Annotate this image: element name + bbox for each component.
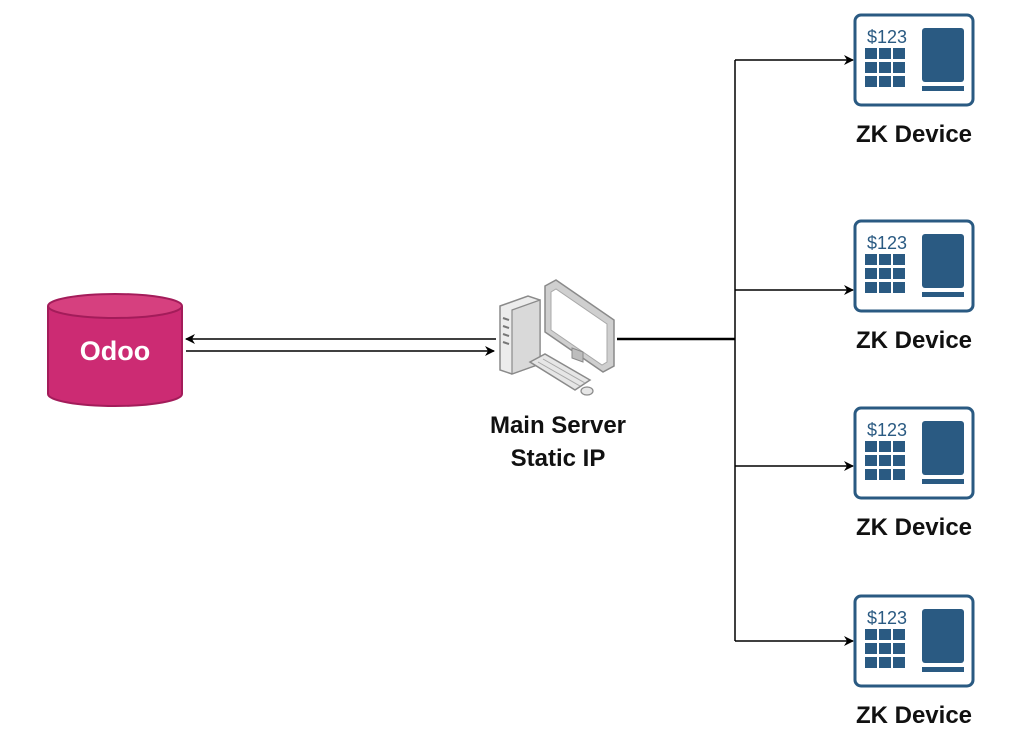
device-label: ZK Device: [856, 514, 972, 541]
device-price-label: $123: [867, 608, 907, 628]
server-label-line2: Static IP: [511, 445, 606, 472]
odoo-server-connection: [185, 334, 496, 356]
database-cylinder-icon: [47, 293, 183, 407]
zk-device-4[interactable]: $123 ZK Device: [853, 594, 975, 729]
zk-device-3[interactable]: $123 ZK Device: [853, 406, 975, 541]
zk-device-1[interactable]: $123 ZK Device: [853, 13, 975, 148]
device-label: ZK Device: [856, 121, 972, 148]
server-label-line1: Main Server: [490, 412, 626, 439]
odoo-database[interactable]: Odoo: [47, 293, 183, 407]
device-label: ZK Device: [856, 327, 972, 354]
main-server[interactable]: Main Server Static IP: [490, 279, 626, 472]
device-price-label: $123: [867, 27, 907, 47]
payment-terminal-icon: [853, 406, 975, 500]
payment-terminal-icon: [853, 13, 975, 107]
payment-terminal-icon: [853, 219, 975, 313]
device-label: ZK Device: [856, 702, 972, 729]
device-price-label: $123: [867, 233, 907, 253]
zk-device-2[interactable]: $123 ZK Device: [853, 219, 975, 354]
odoo-label: Odoo: [80, 336, 150, 366]
desktop-computer-icon: [499, 279, 615, 396]
device-price-label: $123: [867, 420, 907, 440]
server-device-connections: [617, 55, 854, 646]
payment-terminal-icon: [853, 594, 975, 688]
